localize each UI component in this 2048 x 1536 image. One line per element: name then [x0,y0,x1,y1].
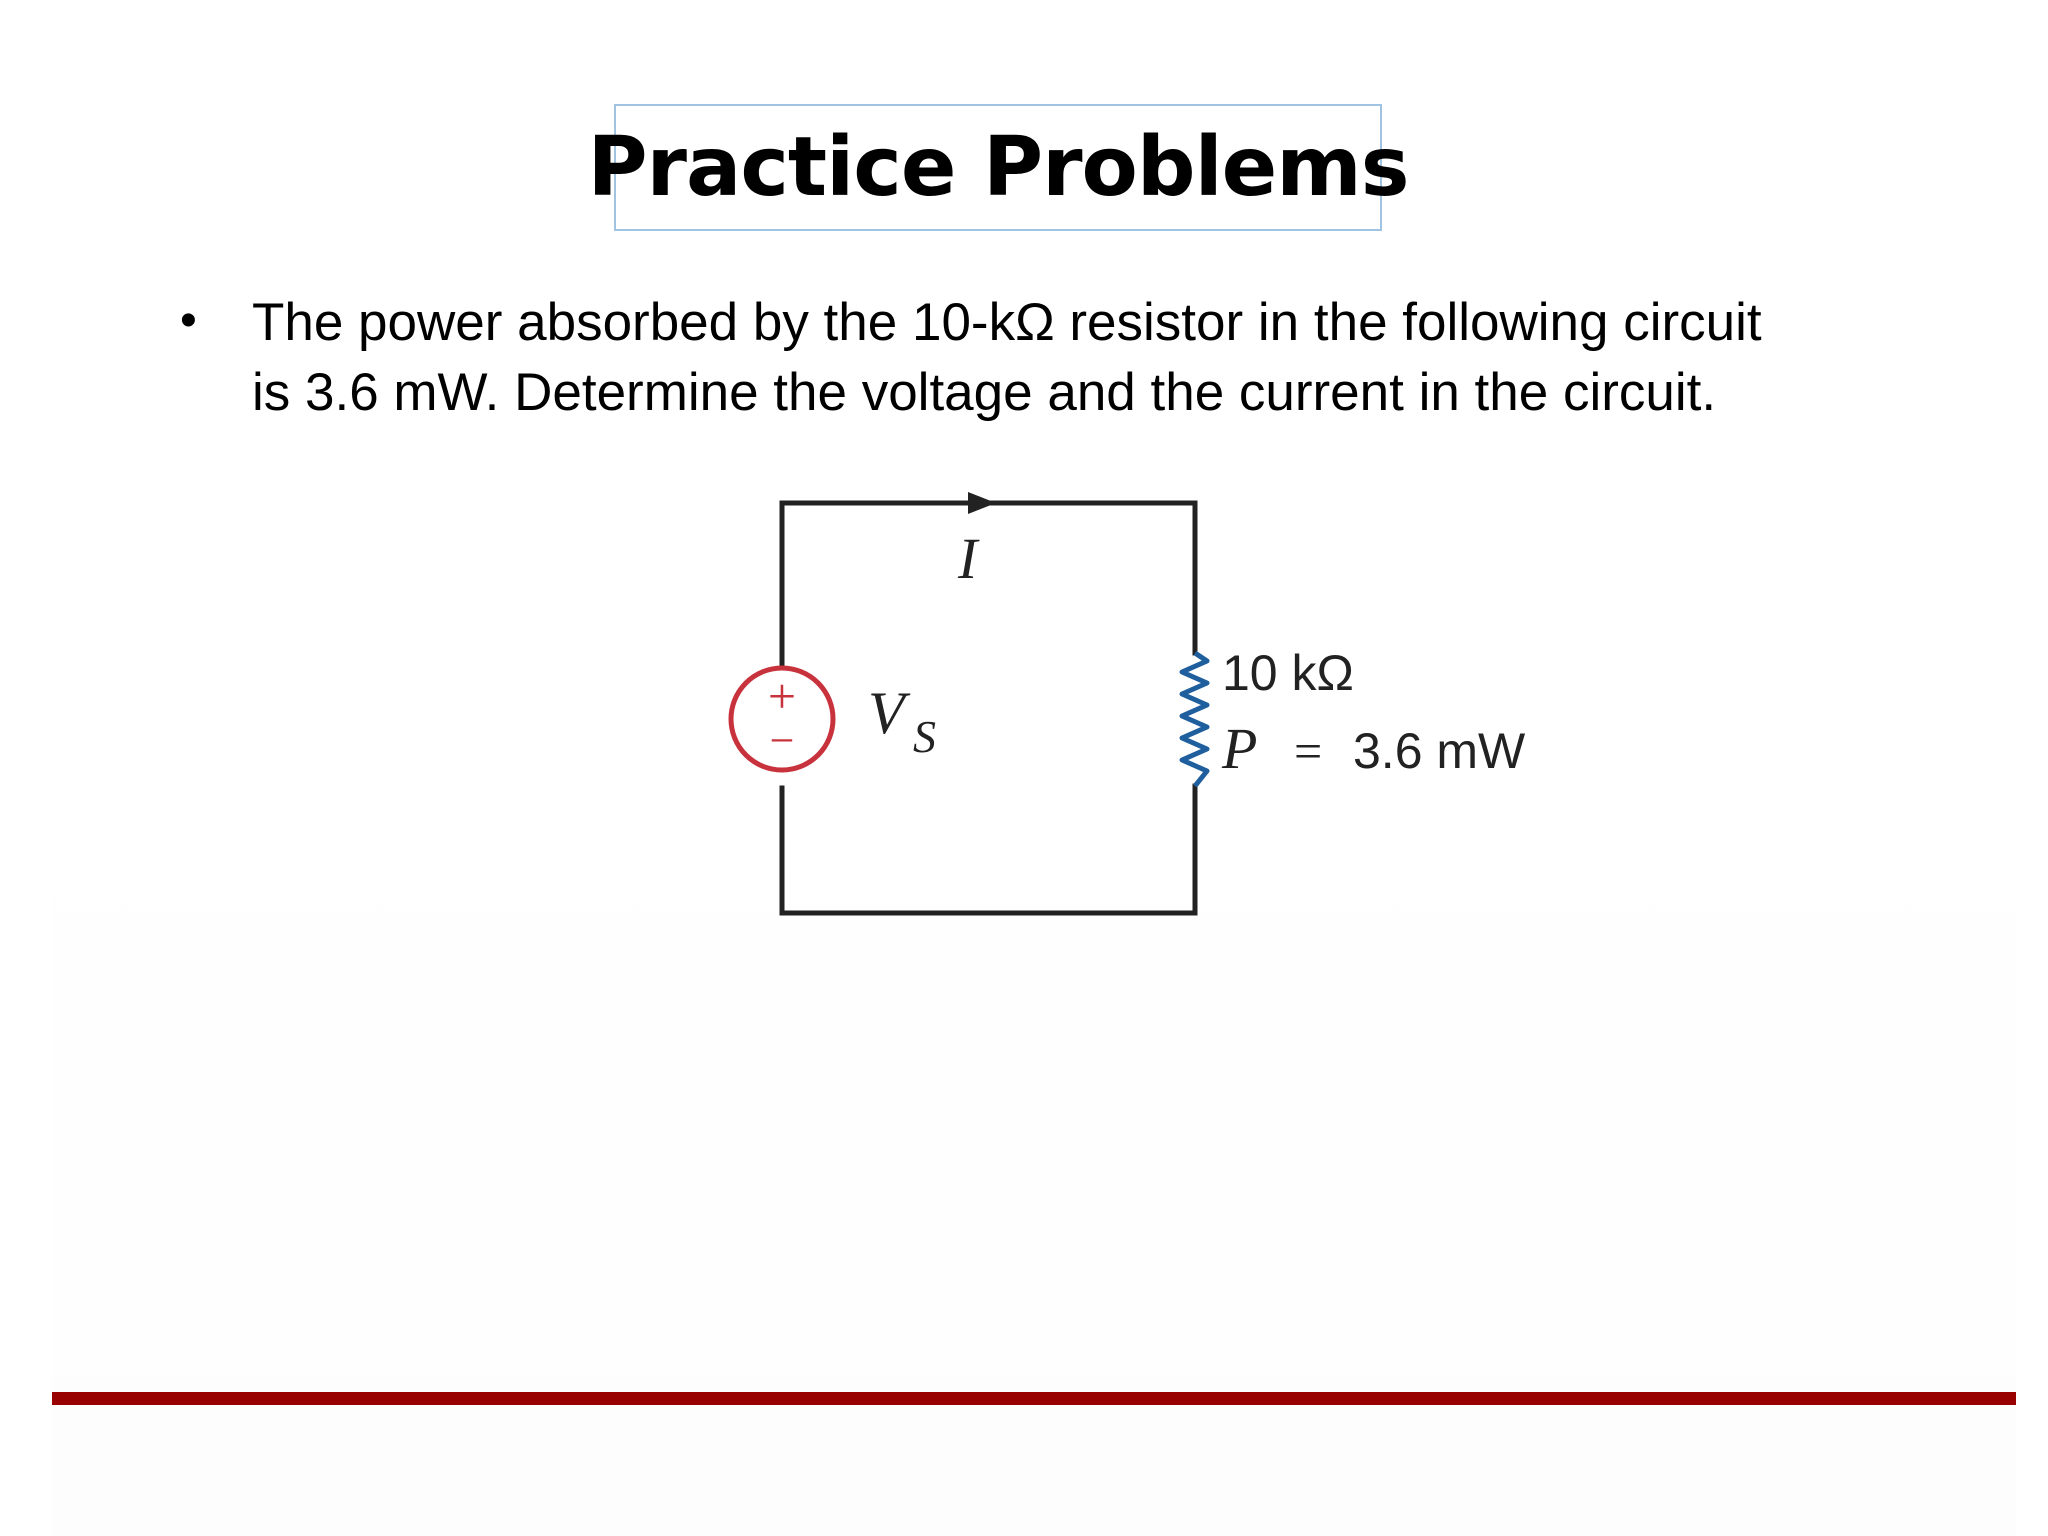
problem-line-1: The power absorbed by the 10-kΩ resistor… [252,293,1762,352]
page-title: Practice Problems [587,120,1409,215]
voltage-source-icon [728,665,836,773]
resistor-value: 10 kΩ [1222,645,1354,701]
bullet-marker: • [180,294,197,347]
resistor-icon [1179,650,1210,788]
title-box[interactable]: Practice Problems [587,104,1410,231]
power-equals: = [1294,723,1322,779]
footer-bar [52,1392,2016,1405]
source-plus: + [768,668,796,724]
source-label-subscript: S [913,711,936,762]
current-arrow-icon [968,492,996,514]
problem-line-2: is 3.6 mW. Determine the voltage and the… [252,363,1717,422]
bottom-wire [779,783,1198,916]
top-wire [779,500,1198,706]
current-label: I [957,526,980,591]
problem-statement: The power absorbed by the 10-kΩ resistor… [252,288,1912,428]
source-label: V [868,680,911,746]
power-value: 3.6 mW [1353,723,1526,779]
power-symbol: P [1221,716,1257,781]
source-minus: − [770,716,795,765]
